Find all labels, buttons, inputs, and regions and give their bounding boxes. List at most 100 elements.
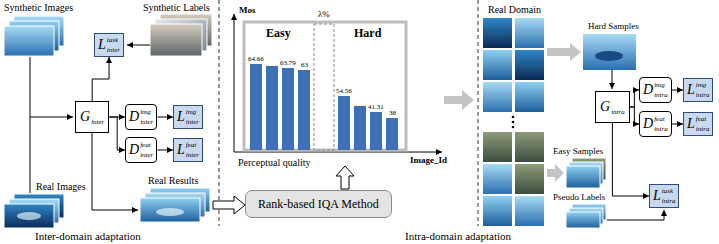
connector (672, 90, 683, 91)
ellipsis-dot (512, 121, 515, 124)
arrow-line (612, 70, 613, 89)
bar-value: 54.56 (336, 87, 352, 95)
ray-figure (17, 212, 41, 220)
domain-thumb (515, 196, 544, 226)
divider (219, 0, 220, 226)
bar (386, 118, 398, 150)
symbol: L (687, 81, 695, 99)
subscript: intra (696, 91, 710, 99)
subscript: inter (107, 46, 120, 54)
generator-box: Ginter (75, 101, 109, 133)
section-title: Intra-domain adaptation (405, 230, 511, 243)
bar-value: 63.79 (280, 59, 296, 67)
domain-thumb (483, 132, 512, 162)
hollow-arrow (336, 166, 354, 189)
arrow-line (30, 57, 73, 193)
symbol: L (98, 36, 106, 54)
symbol: L (177, 141, 185, 159)
section-title: Inter-domain adaptation (35, 230, 141, 243)
connector (92, 57, 109, 101)
easy-sample-thumb (566, 166, 600, 188)
threshold-band (314, 24, 334, 150)
image-caption: Synthetic Images (4, 2, 73, 14)
symbol: L (177, 108, 185, 126)
superscript: img (654, 81, 668, 89)
subscript: inter (91, 118, 104, 126)
loss-box: Lfeatinter (173, 138, 203, 162)
superscript: feat (140, 141, 153, 149)
ellipsis-dot (512, 126, 515, 129)
ray-figure (595, 51, 623, 61)
superscript: task (107, 36, 120, 44)
image-caption: Pseudo Labels (553, 192, 605, 202)
ellipsis-dot (512, 116, 515, 119)
image-caption: Synthetic Labels (143, 2, 210, 14)
subscript: intra (654, 125, 668, 133)
subscript: intra (654, 91, 668, 99)
symbol: L (687, 115, 695, 133)
discriminator-box: Dfeat inter (125, 137, 157, 163)
loss-box: Lfeat intra (683, 112, 713, 136)
x-axis (234, 152, 442, 153)
subscript: intra (696, 125, 710, 133)
chart-frame (244, 22, 406, 150)
superscript: img (186, 108, 199, 116)
bar (250, 64, 262, 150)
connector (157, 117, 173, 118)
domain-thumb (515, 18, 544, 48)
generator-box: Gintra (595, 91, 630, 123)
bar (298, 70, 310, 150)
arrow-line (127, 45, 150, 46)
superscript: feat (654, 115, 668, 123)
superscript: img (140, 108, 153, 116)
domain-thumb (483, 82, 512, 112)
y-axis (234, 14, 235, 152)
subscript: inter (140, 118, 153, 126)
symbol: D (129, 141, 139, 159)
superscript: task (662, 187, 676, 195)
symbol: D (643, 115, 653, 133)
block-arrow (547, 43, 581, 61)
image-thumb (4, 26, 54, 56)
method-box: Rank-based IQA Method (245, 190, 392, 218)
discriminator-box: Dimginter (125, 104, 157, 130)
group-label: Hard (354, 27, 381, 41)
image-caption: Real Images (36, 181, 86, 193)
block-arrow (444, 90, 474, 110)
connector (109, 117, 125, 150)
symbol: G (80, 108, 90, 126)
image-thumb (4, 204, 54, 228)
domain-thumb (483, 50, 512, 80)
axis-title: Mos (239, 5, 256, 15)
bar-value: 41.31 (368, 103, 384, 111)
bar-value: 64.66 (248, 55, 264, 63)
connector (672, 124, 683, 125)
loss-box: Limg inter (173, 105, 203, 129)
discriminator-box: Dfeat intra (639, 111, 672, 137)
superscript: feat (696, 115, 710, 123)
subscript: inter (186, 118, 199, 126)
connector (630, 90, 639, 107)
hollow-arrow (213, 196, 245, 214)
domain-thumb (515, 164, 544, 194)
result-thumb (140, 198, 200, 222)
domain-thumb (515, 50, 544, 80)
group-label: Easy (266, 27, 291, 41)
bar (266, 66, 278, 150)
domain-thumb (483, 18, 512, 48)
ray-figure (156, 208, 184, 216)
threshold-label: λ% (318, 9, 330, 19)
domain-thumb (483, 164, 512, 194)
axis-caption: Perceptual quality (238, 157, 310, 169)
divider (478, 0, 479, 226)
image-caption: Real Results (148, 175, 198, 187)
label-thumb (150, 24, 202, 56)
pseudo-label-thumb (566, 212, 600, 228)
bar (338, 96, 350, 150)
image-caption: Easy Samples (553, 146, 603, 156)
bar (282, 68, 294, 150)
domain-thumb (483, 196, 512, 226)
block-arrow (547, 164, 564, 182)
subscript: inter (140, 151, 153, 159)
domain-thumb (515, 132, 544, 162)
